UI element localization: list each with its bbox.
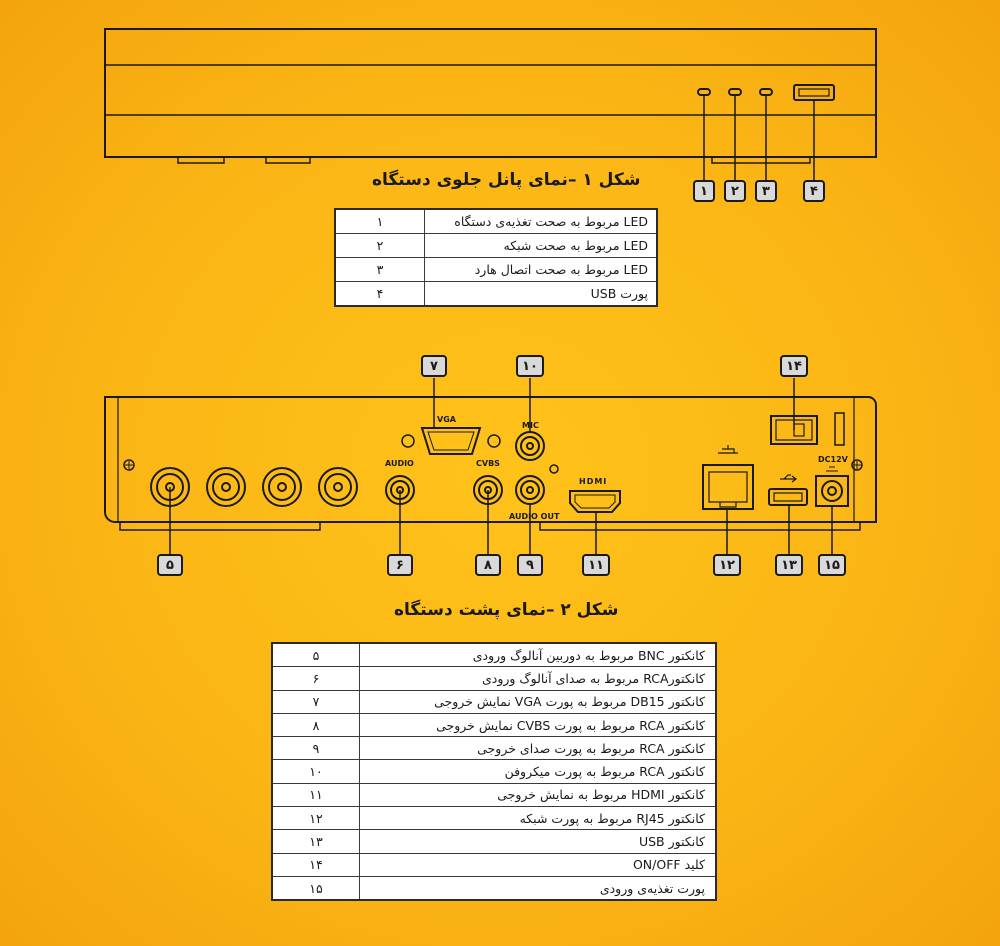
callout-box: ۱ bbox=[693, 180, 715, 202]
row-number: ۱۰ bbox=[271, 759, 360, 784]
row-description: کانکتورRCA مربوط به صدای آنالوگ ورودی bbox=[359, 666, 717, 691]
row-number: ۳ bbox=[334, 257, 425, 282]
callout-box: ۷ bbox=[421, 355, 447, 377]
row-description: کانکتور USB bbox=[359, 829, 717, 854]
row-description: پورت USB bbox=[424, 281, 658, 307]
row-description: LED مربوط به صحت اتصال هارد bbox=[424, 257, 658, 282]
callout-box: ۴ bbox=[803, 180, 825, 202]
mic-rca-icon bbox=[515, 431, 545, 461]
audio-out-rca-icon bbox=[515, 475, 545, 505]
row-number: ۴ bbox=[334, 281, 425, 307]
rear-usb-port-icon bbox=[768, 474, 808, 506]
dc-power-jack-icon bbox=[815, 466, 849, 507]
table-row: کانکتور BNC مربوط به دوربین آنالوگ ورودی… bbox=[271, 642, 717, 668]
callout-box: ۳ bbox=[755, 180, 777, 202]
back-panel-table: کانکتور BNC مربوط به دوربین آنالوگ ورودی… bbox=[271, 642, 717, 902]
callout-box: ۱۳ bbox=[775, 554, 803, 576]
row-description: کلید ON/OFF bbox=[359, 852, 717, 877]
row-description: کانکتور RJ45 مربوط به پورت شبکه bbox=[359, 806, 717, 831]
row-number: ۱۴ bbox=[271, 852, 360, 877]
figure-1-caption: شکل ۱ –نمای پانل جلوی دستگاه bbox=[372, 170, 641, 190]
row-description: کانکتور RCA مربوط به پورت صدای خروجی bbox=[359, 736, 717, 761]
vga-port-icon bbox=[401, 427, 501, 455]
front-panel-body bbox=[104, 28, 877, 158]
rj45-port-icon bbox=[702, 445, 754, 510]
callout-box: ۲ bbox=[724, 180, 746, 202]
callout-box: ۱۴ bbox=[780, 355, 808, 377]
row-description: LED مربوط به صحت شبکه bbox=[424, 233, 658, 258]
row-description: کانکتور RCA مربوط به پورت CVBS نمایش خرو… bbox=[359, 712, 717, 738]
callout-box: ۵ bbox=[157, 554, 183, 576]
row-description: کانکتور BNC مربوط به دوربین آنالوگ ورودی bbox=[359, 642, 717, 668]
callout-box: ۶ bbox=[387, 554, 413, 576]
row-description: پورت تغذیه‌ی ورودی bbox=[359, 875, 717, 901]
callout-box: ۱۰ bbox=[516, 355, 544, 377]
row-number: ۲ bbox=[334, 233, 425, 258]
row-description: کانکتور DB15 مربوط به پورت VGA نمایش خرو… bbox=[359, 689, 717, 714]
dc-label: DC12V bbox=[818, 455, 848, 464]
callout-box: ۸ bbox=[475, 554, 501, 576]
callout-box: ۱۲ bbox=[713, 554, 741, 576]
callout-box: ۱۱ bbox=[582, 554, 610, 576]
screw-right-icon bbox=[851, 459, 863, 471]
audio-out-label: AUDIO OUT bbox=[509, 512, 560, 521]
row-description: کانکتور RCA مربوط به پورت میکروفن bbox=[359, 759, 717, 784]
table-row: کانکتور DB15 مربوط به پورت VGA نمایش خرو… bbox=[271, 689, 717, 714]
row-description: LED مربوط به صحت تغذیه‌ی دستگاه bbox=[424, 208, 658, 234]
callout-box: ۱۵ bbox=[818, 554, 846, 576]
callout-box: ۹ bbox=[517, 554, 543, 576]
audio-in-label: AUDIO bbox=[385, 459, 414, 468]
mic-label: MIC bbox=[522, 421, 539, 430]
screw-left-icon bbox=[123, 459, 135, 471]
row-number: ۱۵ bbox=[271, 875, 360, 901]
cvbs-label: CVBS bbox=[476, 459, 500, 468]
row-description: کانکتور HDMI مربوط به نمایش خروجی bbox=[359, 782, 717, 808]
bnc-connector-icons bbox=[150, 467, 358, 507]
row-number: ۱۱ bbox=[271, 782, 360, 808]
figure-2-caption: شکل ۲ –نمای پشت دستگاه bbox=[394, 600, 619, 620]
row-number: ۱۲ bbox=[271, 806, 360, 831]
hdmi-label: HDMI bbox=[579, 477, 608, 486]
row-number: ۱۳ bbox=[271, 829, 360, 854]
row-number: ۷ bbox=[271, 689, 360, 714]
row-number: ۸ bbox=[271, 712, 360, 738]
row-number: ۵ bbox=[271, 642, 360, 668]
back-panel-body bbox=[104, 396, 877, 523]
hdmi-port-icon bbox=[569, 490, 621, 513]
vga-label: VGA bbox=[437, 415, 456, 424]
table-row: کانکتور RCA مربوط به پورت CVBS نمایش خرو… bbox=[271, 712, 717, 738]
row-number: ۶ bbox=[271, 666, 360, 691]
row-number: ۹ bbox=[271, 736, 360, 761]
row-number: ۱ bbox=[334, 208, 425, 234]
